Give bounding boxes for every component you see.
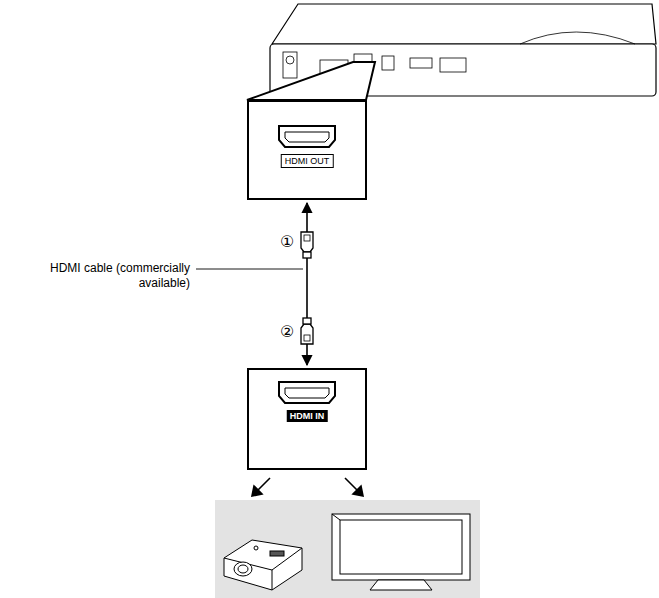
player-unit — [272, 4, 656, 44]
projector — [272, 570, 273, 590]
player-unit — [382, 56, 394, 70]
hdmi-in-inset: HDMI IN — [247, 368, 367, 470]
player-unit — [283, 52, 297, 78]
callout-number: ① — [280, 234, 294, 250]
hdmi-plug — [304, 235, 310, 241]
hdmi-plug — [301, 232, 313, 252]
television — [370, 580, 432, 590]
hdmi-plug — [303, 318, 311, 324]
device-arrow — [257, 478, 270, 491]
callout-number: ② — [280, 324, 294, 340]
projector — [224, 540, 302, 590]
player-unit — [520, 32, 635, 44]
hdmi-port — [285, 132, 329, 142]
hdmi-plug — [304, 335, 310, 341]
projector — [254, 546, 258, 550]
hdmi-plug — [301, 324, 313, 344]
player-unit — [440, 58, 466, 72]
projector — [234, 562, 252, 576]
inset-ground — [248, 369, 365, 469]
device-arrow — [252, 478, 363, 496]
player-unit — [286, 56, 294, 64]
zoom-callout — [247, 62, 375, 100]
projector — [238, 565, 248, 573]
hdmi-plug — [301, 232, 313, 344]
hdmi-port — [279, 126, 335, 147]
hdmi-port — [279, 382, 335, 403]
television — [332, 514, 340, 520]
device-arrow — [345, 478, 358, 491]
player-unit — [410, 58, 432, 68]
television — [332, 514, 470, 580]
projector — [270, 551, 284, 556]
hdmi-port — [279, 382, 335, 403]
leader-line — [196, 269, 303, 270]
hdmi-port — [285, 388, 329, 398]
television — [332, 514, 470, 590]
television — [340, 520, 462, 574]
projector — [224, 540, 302, 590]
cable-label: HDMI cable (commercially available) — [40, 261, 190, 291]
hdmi-plug — [303, 252, 311, 258]
hdmi-out-inset: HDMI OUT — [247, 100, 367, 200]
device-arrow — [353, 486, 363, 496]
inset-ground — [248, 101, 365, 199]
port-label: HDMI IN — [287, 410, 328, 422]
port-label: HDMI OUT — [281, 154, 334, 168]
device-panel — [215, 500, 480, 598]
hdmi-port — [279, 126, 335, 147]
device-arrow — [252, 486, 262, 496]
